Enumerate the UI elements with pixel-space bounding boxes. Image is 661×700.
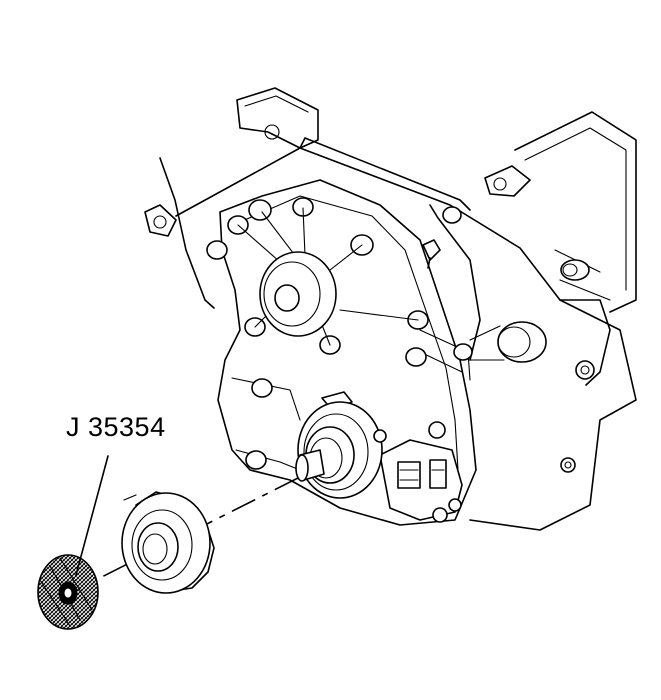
installer-tool-icon	[37, 455, 109, 630]
crankshaft-balancer-icon	[121, 491, 215, 594]
crankshaft-snout-icon	[295, 391, 387, 499]
tool-callout-label: J 35354	[66, 412, 166, 442]
callout-leader	[75, 455, 109, 576]
water-pump-pulley-icon	[237, 207, 419, 346]
centerline	[71, 477, 299, 593]
engine-front-cover-icon	[144, 87, 637, 531]
